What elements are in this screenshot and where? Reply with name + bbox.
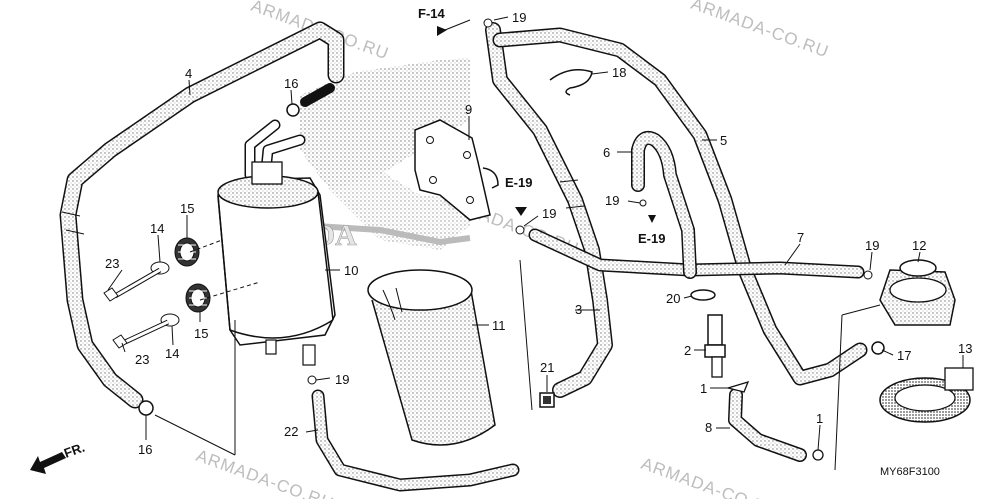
callout-19-f14: 19 (512, 10, 526, 25)
front-arrow-label: FR. (62, 440, 87, 461)
reference-arrows (437, 26, 656, 223)
bolt-upper (103, 267, 162, 302)
clip-19-set (307, 18, 873, 385)
callout-14-lower: 14 (165, 346, 179, 361)
callout-6: 6 (603, 145, 610, 160)
holder-ring (879, 367, 974, 423)
callout-12: 12 (912, 238, 926, 253)
callout-17: 17 (897, 348, 911, 363)
callout-23-upper: 23 (105, 256, 119, 271)
callouts: 4 16 19 18 9 5 6 19 19 7 19 12 15 14 23 … (105, 10, 972, 457)
callout-10: 10 (344, 263, 358, 278)
front-arrow: FR. (30, 440, 87, 474)
callout-18: 18 (612, 65, 626, 80)
callout-21: 21 (540, 360, 554, 375)
clip-16-upper (286, 103, 300, 117)
evap-canister (217, 161, 336, 366)
callout-3: 3 (575, 302, 582, 317)
hose-8 (728, 388, 807, 462)
grommet-upper (174, 237, 200, 267)
ref-f14: F-14 (418, 6, 446, 21)
callout-5: 5 (720, 133, 727, 148)
callout-9: 9 (465, 102, 472, 117)
ref-e19-b: E-19 (638, 231, 665, 246)
callout-15-upper: 15 (180, 201, 194, 216)
callout-23-lower: 23 (135, 352, 149, 367)
callout-8: 8 (705, 420, 712, 435)
callout-4: 4 (185, 66, 192, 81)
callout-19-canister: 19 (335, 372, 349, 387)
callout-1-upper: 1 (700, 381, 707, 396)
clip-1-upper (725, 380, 750, 393)
callout-13: 13 (958, 341, 972, 356)
watermark-bottom-right: ARMADA-CO.RU (639, 454, 782, 499)
callout-11: 11 (492, 318, 506, 333)
callout-2: 2 (684, 343, 691, 358)
diagram-code: MY68F3100 (880, 466, 940, 478)
canister-cover (367, 269, 496, 446)
callout-19-separator: 19 (865, 238, 879, 253)
callout-16-lower: 16 (138, 442, 152, 457)
clip-17 (871, 341, 885, 355)
joint (704, 314, 726, 378)
callout-14-upper: 14 (150, 221, 164, 236)
grommet-lower (185, 283, 211, 313)
clip-20 (690, 289, 716, 301)
watermark-top-right: ARMADA-CO.RU (689, 0, 832, 61)
hose-22 (311, 389, 520, 492)
callout-19-e19: 19 (542, 206, 556, 221)
leader-lines (107, 16, 964, 451)
separator (879, 259, 956, 326)
bolt-lower (112, 319, 170, 349)
callout-16-upper: 16 (284, 76, 298, 91)
hose-6 (631, 131, 697, 279)
hose-4 (59, 21, 345, 409)
hose-3 (485, 22, 613, 398)
clip-21 (539, 392, 555, 408)
callout-20: 20 (666, 291, 680, 306)
clip-18 (549, 69, 593, 96)
callout-15-lower: 15 (194, 326, 208, 341)
callout-1-lower: 1 (816, 411, 823, 426)
watermark-bottom-left: ARMADA-CO.RU (194, 446, 337, 499)
clip-1-lower (812, 449, 824, 461)
callout-22: 22 (284, 424, 298, 439)
bracket (414, 119, 499, 221)
ref-e19-a: E-19 (505, 175, 532, 190)
assembly-lines (154, 239, 881, 471)
callout-19-hook: 19 (605, 193, 619, 208)
hose-5 (492, 27, 868, 386)
callout-7: 7 (797, 230, 804, 245)
clip-16-lower (138, 400, 154, 416)
